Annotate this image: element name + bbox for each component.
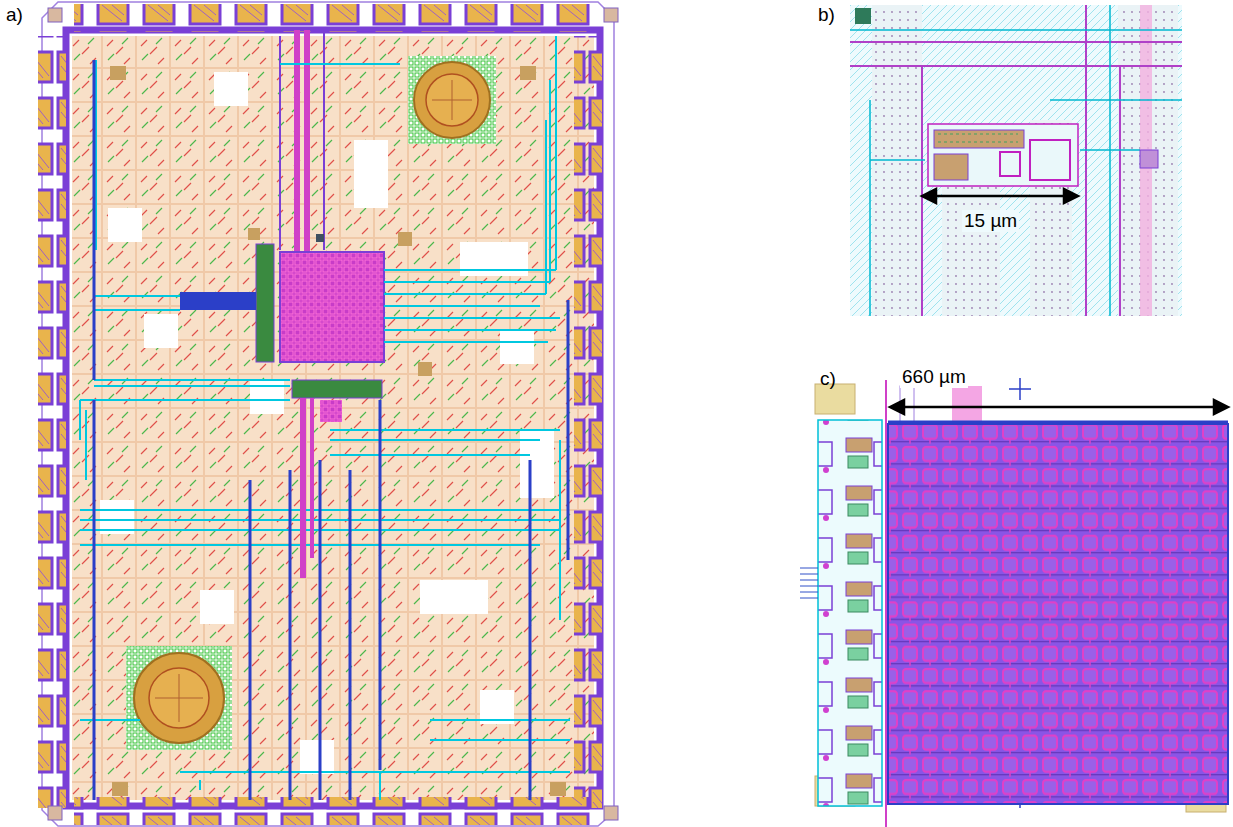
- panel-label: c): [818, 368, 838, 390]
- panel-label: b): [816, 4, 837, 26]
- panel-label: a): [4, 4, 25, 26]
- dimension-label: 660 µm: [900, 366, 968, 388]
- dimension-label: 15 µm: [962, 210, 1019, 232]
